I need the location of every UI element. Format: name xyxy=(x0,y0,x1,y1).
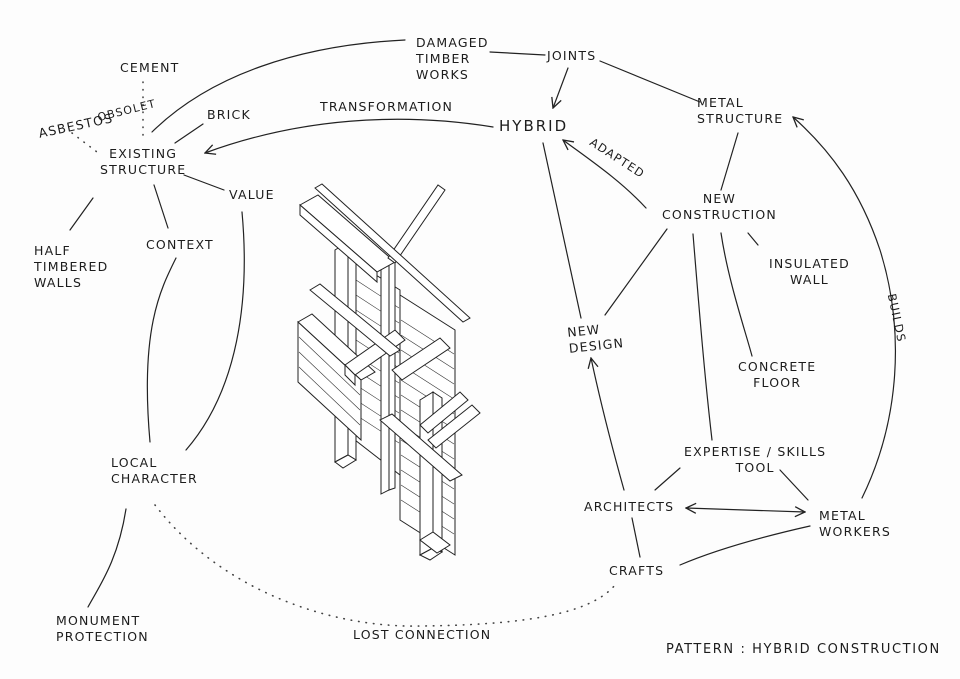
node-damaged-timber-works: Damaged Timber Works xyxy=(416,35,489,82)
edge-local-character-to-monument xyxy=(87,508,127,608)
node-cement: Cement xyxy=(120,60,180,75)
node-insulated-wall: Insulated Wall xyxy=(769,256,850,287)
node-new-design: New Design xyxy=(566,321,625,356)
edge-existing-to-value xyxy=(183,174,225,191)
edge-existing-to-half-timbered xyxy=(69,197,94,231)
edge-new-construction-to-expertise xyxy=(692,233,713,441)
edge-asbestos-dotted xyxy=(71,132,98,153)
edge-adapted-arrow xyxy=(563,140,647,209)
edge-architects-to-new-design-arrow xyxy=(591,358,625,491)
node-new-construction: New Construction xyxy=(662,191,777,222)
edge-existing-to-context xyxy=(153,184,169,229)
node-context: Context xyxy=(146,237,214,252)
edge-label-lost-connection: Lost Connection xyxy=(353,627,492,642)
edge-hybrid-to-new-design xyxy=(542,142,582,319)
edge-lost-connection-dotted xyxy=(154,504,616,627)
edge-new-construction-to-concrete-floor xyxy=(720,232,753,357)
node-expertise-skills-tool: Expertise / Skills Tool xyxy=(684,444,827,475)
node-existing-structure: Existing Structure xyxy=(100,146,187,177)
edge-existing-to-damaged-timber xyxy=(151,39,406,133)
edge-value-to-local-character xyxy=(185,211,245,451)
node-half-timbered-walls: Half Timbered Walls xyxy=(34,243,109,290)
node-monument-protection: Monument Protection xyxy=(56,613,149,644)
node-hybrid: Hybrid xyxy=(499,117,569,135)
node-metal-structure: Metal Structure xyxy=(697,95,784,126)
edge-joints-to-hybrid-arrow xyxy=(553,67,569,108)
edge-brick xyxy=(174,123,204,144)
edge-label-transformation: Transformation xyxy=(320,99,454,114)
edge-crafts-to-metal-workers xyxy=(679,525,811,566)
edge-transformation-arrow xyxy=(205,118,494,153)
edge-architects-metal-workers-double-arrow xyxy=(686,508,805,512)
node-metal-workers: Metal Workers xyxy=(819,508,891,539)
edge-context-to-local-character xyxy=(146,257,177,443)
hybrid-construction-illustration xyxy=(297,183,481,561)
node-architects: Architects xyxy=(584,499,675,514)
edge-damaged-timber-to-joints xyxy=(489,51,546,56)
edge-expertise-to-metal-workers xyxy=(779,469,809,501)
node-crafts: Crafts xyxy=(609,563,665,578)
node-value: Value xyxy=(229,187,275,202)
edge-architects-to-crafts xyxy=(631,517,641,558)
edge-builds-arrow xyxy=(793,117,897,499)
node-local-character: Local Character xyxy=(111,455,198,486)
node-concrete-floor: Concrete Floor xyxy=(738,359,817,390)
edge-expertise-to-architects xyxy=(654,467,681,491)
edge-metal-structure-to-new-construction xyxy=(720,132,739,191)
node-brick: Brick xyxy=(207,107,251,122)
node-joints: Joints xyxy=(547,48,597,63)
edge-joints-to-metal-structure xyxy=(599,60,701,103)
diagram-title: Pattern : Hybrid Construction xyxy=(666,642,941,657)
edge-new-construction-to-insulated-wall xyxy=(747,232,759,246)
edge-new-construction-to-new-design xyxy=(604,228,668,316)
